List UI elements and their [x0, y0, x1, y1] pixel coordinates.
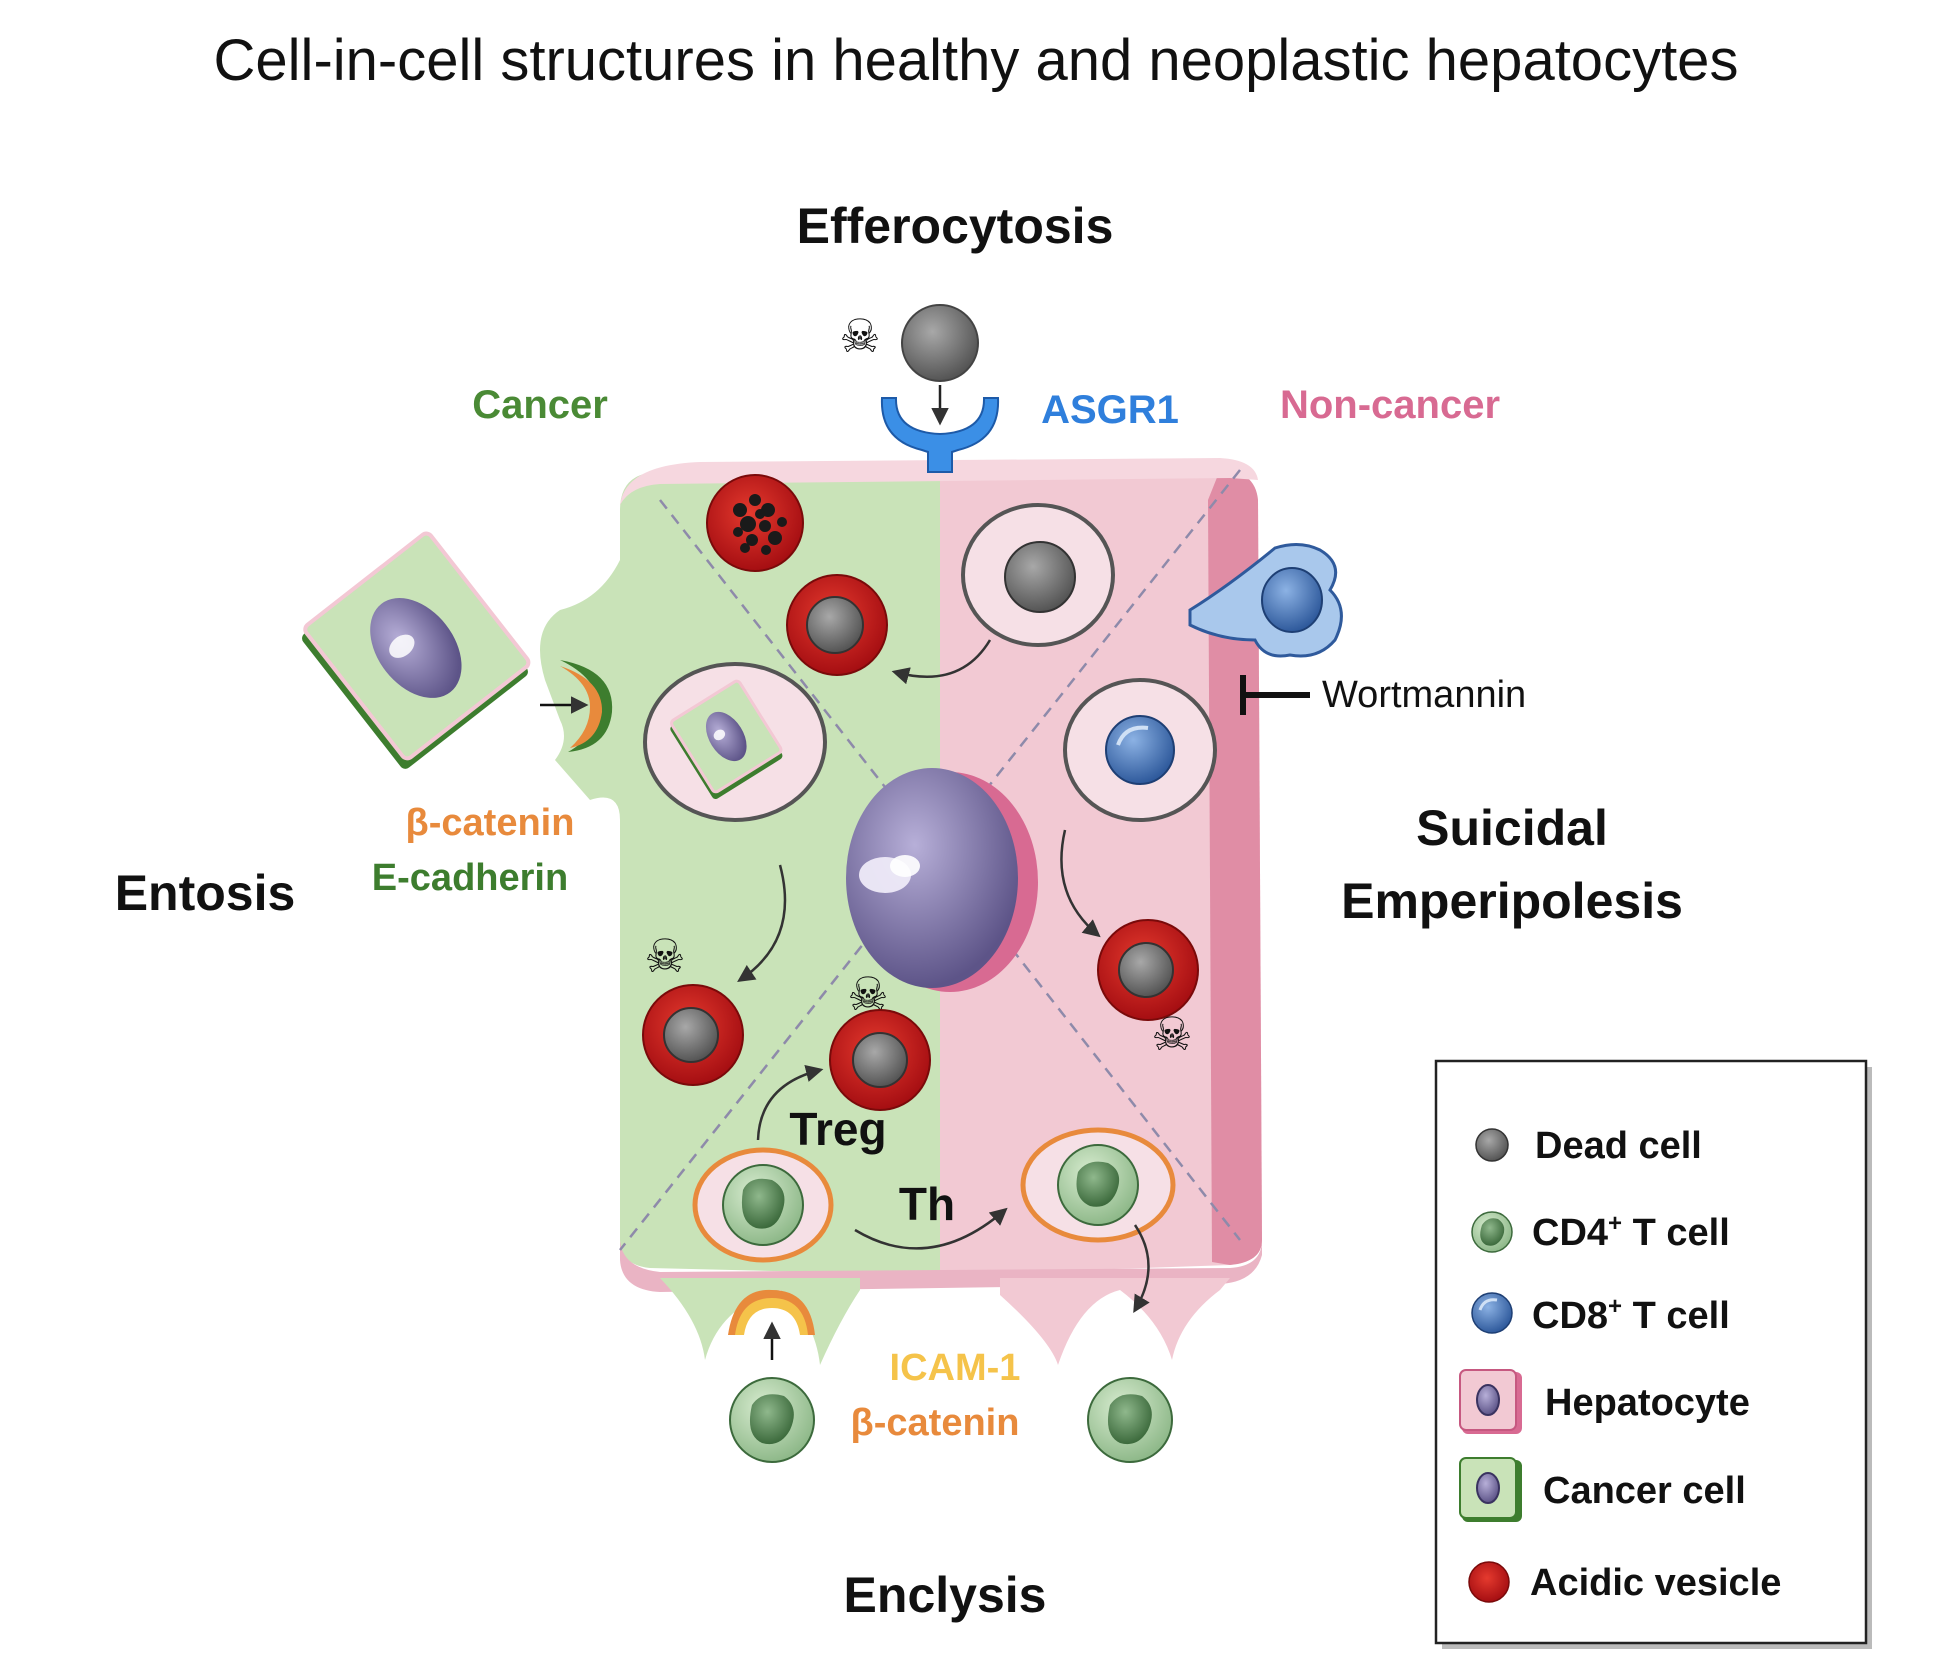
enclysis-group: ICAM-1 β-catenin — [728, 1289, 1173, 1463]
bottom-left-protrusion — [660, 1278, 860, 1365]
dead-cell-top — [901, 304, 979, 382]
bottom-right-protrusion — [1000, 1278, 1230, 1365]
hepatocyte-right-edge — [1208, 470, 1262, 1265]
acidic-vesicle-dead-cell-3 — [1097, 919, 1199, 1021]
treg-label: Treg — [789, 1103, 886, 1155]
arrow-entosis-to-vesicle — [737, 864, 787, 982]
asgr1-receptor — [880, 397, 1000, 473]
entosis-adhesion-crescent — [560, 660, 613, 752]
noncancer-region-label: Non-cancer — [1280, 383, 1500, 427]
dead-cell-icon — [1475, 1128, 1509, 1162]
acidic-vesicle-dead-cell-1 — [786, 574, 888, 676]
e-cadherin-label: E-cadherin — [372, 857, 568, 899]
hepatocyte-icon — [1459, 1369, 1522, 1434]
noncancer-half — [940, 470, 1262, 1275]
treg-th-group: ☠ Treg Th — [692, 968, 1176, 1314]
cd8-t-cell-icon — [1471, 1292, 1513, 1334]
icam1-label: ICAM-1 — [890, 1347, 1021, 1389]
acidic-vesicle-dead-cell-4 — [829, 1009, 931, 1111]
vacuole-dead-cell — [961, 503, 1115, 647]
enclysis-label: Enclysis — [844, 1567, 1047, 1623]
skull-icon-emperipolesis: ☠ — [1151, 1008, 1192, 1060]
hepatocyte-top-rim — [620, 458, 1258, 505]
acidic-vesicle-icon — [1468, 1561, 1510, 1603]
arrow-treg — [756, 1064, 824, 1141]
asgr1-label: ASGR1 — [1041, 388, 1179, 432]
cancer-cell-icon — [1459, 1457, 1522, 1522]
cd4-t-cell-enclysis-left — [729, 1377, 815, 1463]
entosis-group: β-catenin E-cadherin ☠ — [302, 531, 827, 1086]
legend-dead-cell: Dead cell — [1535, 1125, 1702, 1167]
beta-catenin-entosis-label: β-catenin — [406, 802, 575, 844]
cd4-t-cell-icon — [1471, 1211, 1513, 1253]
diagonal-divider-1 — [659, 499, 1241, 1241]
legend-cd4: CD4+ T cell — [1532, 1210, 1730, 1254]
cancer-region-label: Cancer — [472, 383, 608, 427]
arrow-th-exit — [1133, 1224, 1150, 1314]
beta-catenin-enclysis-label: β-catenin — [851, 1402, 1020, 1444]
wortmannin-label: Wortmannin — [1322, 674, 1526, 716]
acidic-vesicle-dead-cell-2 — [642, 984, 744, 1086]
suicidal-emperipolesis-group: Wortmannin ☠ — [1060, 543, 1526, 1060]
arrow-vacuole-to-vesicle — [891, 639, 992, 685]
legend: Dead cell CD4+ T cell CD8+ T cell Hepato… — [1434, 1059, 1872, 1649]
enclysis-adhesion-cup — [728, 1289, 815, 1335]
efferocytosis-label: Efferocytosis — [797, 198, 1114, 254]
legend-box — [1434, 1059, 1868, 1645]
skull-icon-entosis: ☠ — [644, 930, 685, 982]
legend-cancer-cell: Cancer cell — [1543, 1470, 1746, 1512]
hepatocyte-nucleus — [846, 768, 1038, 992]
th-label: Th — [899, 1178, 955, 1230]
suicidal-emperipolesis-label-line1: Suicidal — [1416, 800, 1608, 856]
suicidal-emperipolesis-label-line2: Emperipolesis — [1341, 873, 1683, 929]
entosis-label: Entosis — [115, 865, 296, 921]
acidic-vesicle-particles — [706, 474, 804, 572]
figure-title: Cell-in-cell structures in healthy and n… — [214, 28, 1739, 93]
legend-hepatocyte: Hepatocyte — [1545, 1382, 1750, 1424]
arrow-th — [854, 1207, 1008, 1250]
efferocytosis-group: ☠ ASGR1 — [839, 304, 1179, 473]
legend-cd8: CD8+ T cell — [1532, 1293, 1730, 1337]
cd4-t-cell-enclysis-right — [1087, 1377, 1173, 1463]
legend-acidic-vesicle: Acidic vesicle — [1530, 1562, 1781, 1604]
skull-icon-top: ☠ — [839, 310, 880, 362]
arrow-emperipolesis-to-vesicle — [1060, 829, 1101, 938]
